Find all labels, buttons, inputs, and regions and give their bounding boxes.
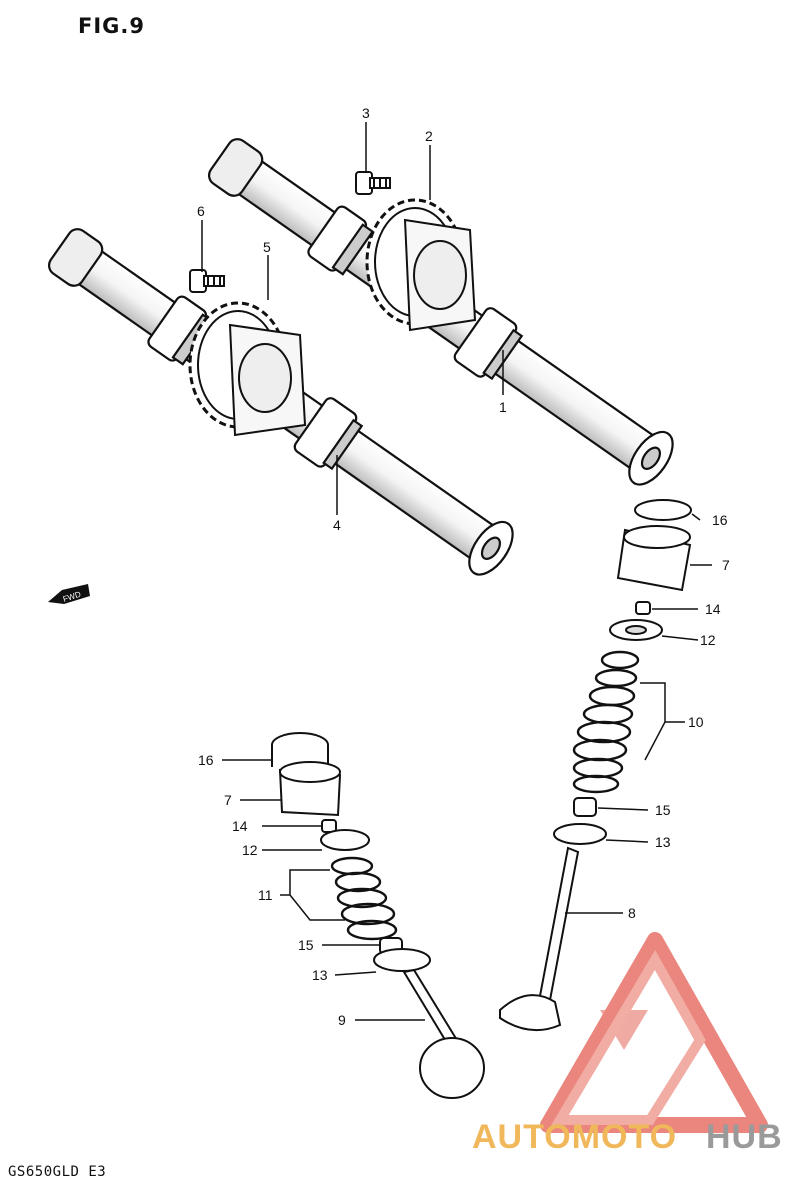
callout-16-left: 16	[198, 752, 214, 768]
figure-title: FIG.9	[78, 14, 145, 38]
callout-7-left: 7	[224, 792, 232, 808]
callout-1: 1	[499, 399, 507, 415]
callout-13-left: 13	[312, 967, 328, 983]
callout-11: 11	[258, 887, 273, 903]
callout-5: 5	[263, 239, 271, 255]
callout-15-left: 15	[298, 937, 314, 953]
callout-2: 2	[425, 128, 433, 144]
watermark-text-primary: AUTOMOTO	[472, 1118, 677, 1156]
callout-7-right: 7	[722, 557, 730, 573]
callout-14-right: 14	[705, 601, 721, 617]
bolt-3-icon	[355, 171, 391, 195]
valve-assembly-right	[499, 499, 692, 1032]
bolt-6-icon	[189, 269, 225, 293]
forward-direction-arrow-icon: FWD	[48, 584, 90, 604]
callout-12-left: 12	[242, 842, 258, 858]
callout-3: 3	[362, 105, 370, 121]
sprocket-upper	[365, 198, 477, 332]
spring-10-icon	[572, 650, 640, 794]
callout-10: 10	[688, 714, 704, 730]
callout-16-right: 16	[712, 512, 728, 528]
watermark-text-secondary: HUB	[706, 1118, 783, 1156]
callout-4: 4	[333, 517, 341, 533]
callout-labels: 3 2 6 5 1 4 16 7 14 12 10 15 13 8 16 7 1…	[197, 105, 730, 1028]
leader-lines	[201, 122, 712, 1021]
callout-14-left: 14	[232, 818, 248, 834]
callout-12-right: 12	[700, 632, 716, 648]
spring-11-icon	[330, 856, 398, 941]
valve-assembly-left	[271, 732, 485, 1099]
callout-6: 6	[197, 203, 205, 219]
callout-13-right: 13	[655, 834, 671, 850]
model-code: GS650GLD E3	[8, 1164, 107, 1180]
callout-8: 8	[628, 905, 636, 921]
watermark-logo	[540, 932, 768, 1133]
sprocket-lower	[188, 301, 307, 437]
callout-15-right: 15	[655, 802, 671, 818]
callout-9: 9	[338, 1012, 346, 1028]
